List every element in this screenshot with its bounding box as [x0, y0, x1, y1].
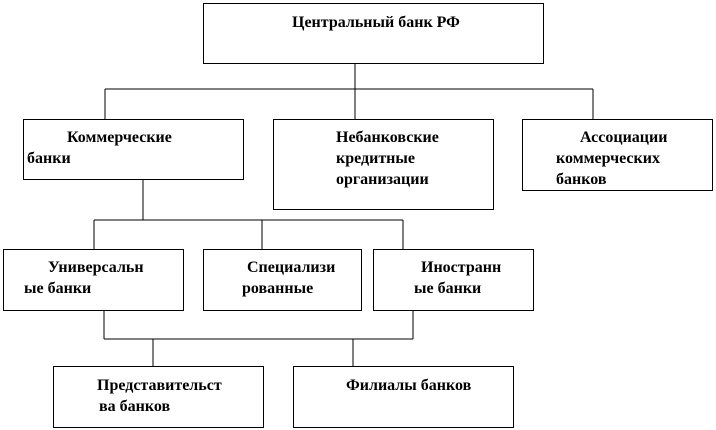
foreign-banks-label: Иностранн ые банки — [414, 259, 502, 297]
commercial-banks-label: Коммерческие банки — [27, 129, 172, 167]
commercial-banks-box: Коммерческие банки — [23, 119, 244, 180]
bank-branches-label: Филиалы банков — [346, 377, 472, 394]
central-bank-label: Центральный банк РФ — [292, 14, 460, 31]
non-bank-credit-orgs-box: Небанковские кредитные организации — [273, 119, 494, 210]
representative-offices-label: Представительст ва банков — [97, 377, 222, 415]
representative-offices-box: Представительст ва банков — [53, 366, 264, 428]
universal-banks-box: Универсальн ые банки — [3, 249, 184, 311]
bank-associations-label: Ассоциации коммерческих банков — [556, 129, 668, 188]
specialized-banks-box: Специализи рованные — [203, 249, 362, 311]
bank-associations-box: Ассоциации коммерческих банков — [522, 119, 713, 191]
specialized-banks-label: Специализи рованные — [242, 259, 336, 297]
universal-banks-label: Универсальн ые банки — [24, 259, 144, 297]
foreign-banks-box: Иностранн ые банки — [373, 249, 534, 311]
bank-branches-box: Филиалы банков — [293, 366, 514, 428]
central-bank-box: Центральный банк РФ — [203, 3, 544, 64]
non-bank-credit-orgs-label: Небанковские кредитные организации — [336, 129, 439, 188]
